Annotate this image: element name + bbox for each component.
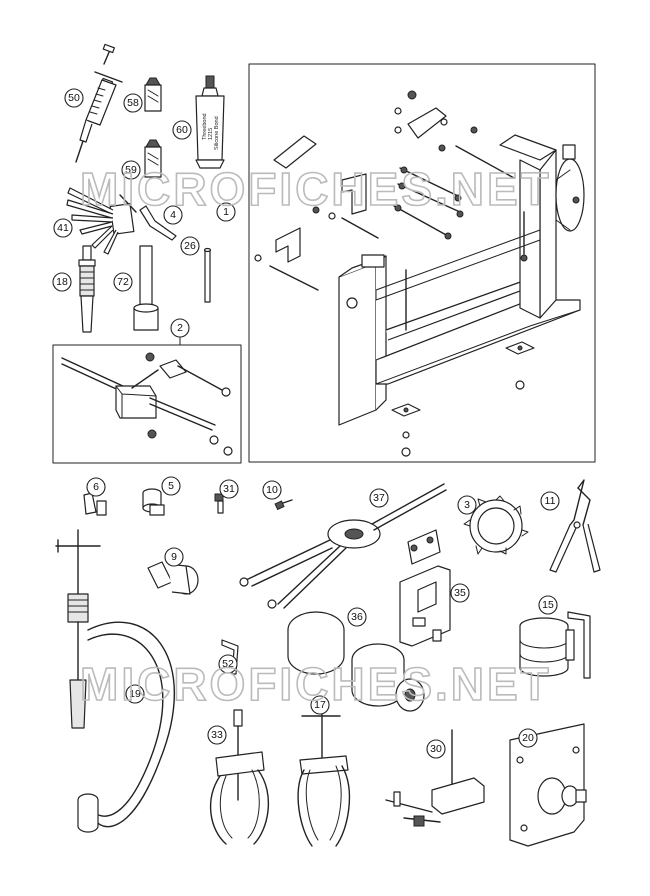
svg-text:10: 10 [266,484,278,496]
svg-text:59: 59 [125,164,137,176]
engine-stand-frame-box [248,63,596,463]
callout-26: 26 [180,236,200,256]
tool-2-box [52,344,242,464]
svg-text:18: 18 [56,276,68,288]
tube-label-line3: Silicone Bond [214,116,220,150]
svg-text:9: 9 [171,551,177,563]
svg-text:36: 36 [351,611,363,623]
svg-text:50: 50 [68,92,80,104]
hex-key-tool-4 [139,205,177,241]
callout-11: 11 [540,491,560,511]
syringe-tool [75,43,123,163]
svg-text:30: 30 [430,743,442,755]
screw-31 [214,493,224,514]
holding-tool-35 [399,529,451,647]
svg-text:1: 1 [223,206,229,218]
svg-text:6: 6 [93,481,99,493]
callout-41: 41 [53,218,73,238]
svg-text:37: 37 [373,492,385,504]
piston-ring-compressor-15 [519,611,591,679]
valve-tool-30 [385,729,485,827]
sealant-bottle-58 [144,77,162,112]
svg-text:5: 5 [168,480,174,492]
engine-stand-1 [254,90,585,457]
callout-1: 1 [216,202,236,222]
cam-tool-9 [147,561,199,595]
piston-ring-sleeves-36 [287,611,425,712]
callout-3: 3 [457,495,477,515]
svg-text:31: 31 [223,483,235,495]
tube-label-line1: Threebond [202,113,208,140]
svg-text:41: 41 [57,222,69,234]
callout-59: 59 [121,160,141,180]
svg-text:33: 33 [211,729,223,741]
watermark-bottom: MICROFICHES.NET [80,658,552,710]
svg-text:4: 4 [170,209,176,221]
svg-text:72: 72 [117,276,129,288]
callout-17: 17 [310,695,330,715]
callout-50: 50 [64,88,84,108]
svg-text:19: 19 [129,688,141,700]
callout-5: 5 [161,476,181,496]
bearing-puller-17 [297,707,351,847]
svg-text:15: 15 [542,599,554,611]
svg-text:58: 58 [127,97,139,109]
callout-52: 52 [218,654,238,674]
tube-label-line2: 1215 [208,128,214,140]
svg-text:3: 3 [464,499,470,511]
pin-tool-26 [203,247,212,303]
sealant-bottle-59 [144,139,162,178]
svg-text:26: 26 [184,240,196,252]
svg-text:20: 20 [522,732,534,744]
callout-18: 18 [52,272,72,292]
callout-4: 4 [163,205,183,225]
callout-58: 58 [123,93,143,113]
callout-2: 2 [170,318,190,338]
slide-hammer-puller-18 [78,245,96,333]
svg-text:60: 60 [176,124,188,136]
watermark-top: MICROFICHES.NET [80,163,552,215]
svg-text:2: 2 [177,322,183,334]
svg-text:52: 52 [222,658,234,670]
callout-19: 19 [125,684,145,704]
callout-30: 30 [426,739,446,759]
circlip-pliers-11 [549,479,601,573]
sleeve-part-5 [142,488,165,516]
hex-socket-tool-72 [133,245,159,331]
crankshaft-tool-2 [61,352,233,456]
callout-37: 37 [369,488,389,508]
callout-35: 35 [450,583,470,603]
callout-60: 60 [172,120,192,140]
callout-20: 20 [518,728,538,748]
feeler-gauge-set [66,187,137,255]
clutch-disc-3 [463,495,529,555]
mounting-plate-20 [509,723,587,847]
callout-33: 33 [207,725,227,745]
callout-10: 10 [262,480,282,500]
callout-6: 6 [86,477,106,497]
callout-72: 72 [113,272,133,292]
callout-31: 31 [219,479,239,499]
callout-36: 36 [347,607,367,627]
callout-15: 15 [538,595,558,615]
svg-text:11: 11 [545,495,556,507]
callout-9: 9 [164,547,184,567]
bearing-puller-33 [209,709,270,845]
valve-spring-compressor-19 [55,529,176,833]
svg-text:35: 35 [454,587,466,599]
screw-10 [274,499,293,511]
sealant-tube-60: Threebond 1215 Silicone Bond [195,75,225,169]
svg-text:17: 17 [314,699,326,711]
puller-tool-37 [239,483,447,609]
